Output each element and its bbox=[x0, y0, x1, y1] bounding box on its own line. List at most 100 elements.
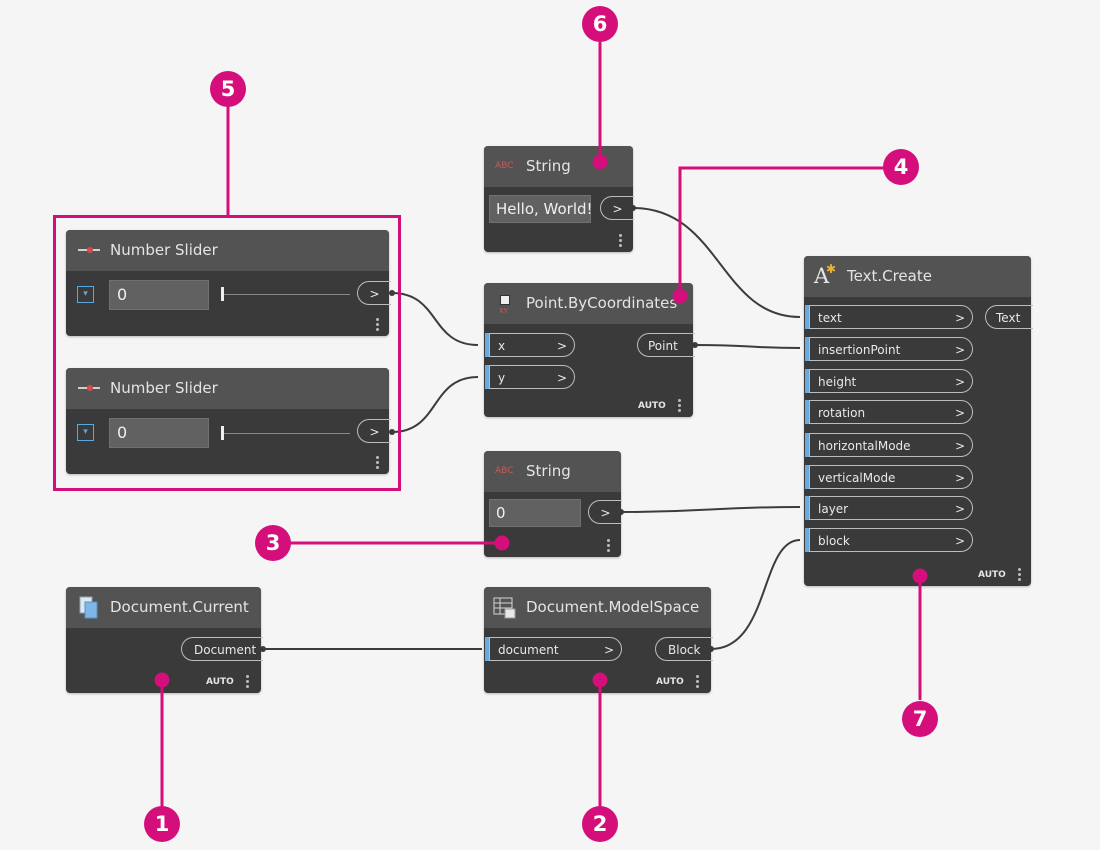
callout-badge-5: 5 bbox=[210, 71, 246, 107]
input-port-height[interactable]: height > bbox=[805, 369, 973, 393]
output-port-block[interactable]: Block bbox=[655, 637, 713, 661]
node-menu-icon[interactable] bbox=[1018, 568, 1021, 583]
node-header[interactable]: Number Slider bbox=[66, 230, 389, 271]
port-arrow: > bbox=[603, 643, 614, 657]
number-slider-node-1[interactable]: Number Slider ▾ 0 > bbox=[66, 230, 391, 336]
wire-slider2-to-y bbox=[391, 376, 479, 433]
port-arrow: > bbox=[954, 375, 965, 389]
wire-block-to-block bbox=[710, 539, 801, 650]
slider-expand-button[interactable]: ▾ bbox=[77, 286, 94, 303]
port-label: insertionPoint bbox=[818, 343, 901, 357]
port-arrow: > bbox=[954, 311, 965, 325]
output-port-point[interactable]: Point bbox=[637, 333, 695, 357]
node-menu-icon[interactable] bbox=[376, 318, 379, 333]
input-port-verticalmode[interactable]: verticalMode > bbox=[805, 465, 973, 489]
node-header[interactable]: ABC String bbox=[484, 451, 621, 492]
number-slider-node-2[interactable]: Number Slider ▾ 0 > bbox=[66, 368, 391, 474]
lacing-label[interactable]: AUTO bbox=[638, 401, 666, 411]
node-menu-icon[interactable] bbox=[619, 234, 622, 249]
abc-string-icon: ABC bbox=[495, 466, 514, 476]
input-port-document[interactable]: document > bbox=[485, 637, 622, 661]
slider-icon bbox=[78, 247, 100, 253]
port-arrow: > bbox=[556, 339, 567, 353]
input-port-horizontalmode[interactable]: horizontalMode > bbox=[805, 433, 973, 457]
slider-track[interactable] bbox=[222, 433, 350, 434]
node-title: Text.Create bbox=[847, 267, 932, 285]
callout-badge-7: 7 bbox=[902, 701, 938, 737]
document-current-node[interactable]: Document.Current Document AUTO bbox=[66, 587, 263, 693]
node-header[interactable]: Document.Current bbox=[66, 587, 261, 628]
slider-thumb[interactable] bbox=[221, 287, 224, 301]
callout-badge-2: 2 bbox=[582, 806, 618, 842]
node-title: String bbox=[526, 462, 571, 480]
port-label: document bbox=[498, 643, 559, 657]
point-xy-icon bbox=[500, 295, 510, 305]
point-xy-label: XY bbox=[499, 307, 509, 315]
string-output-port[interactable]: > bbox=[600, 196, 634, 220]
node-header[interactable]: A ✱ Text.Create bbox=[804, 256, 1031, 297]
slider-track[interactable] bbox=[222, 294, 350, 295]
string-value-input[interactable]: Hello, World! bbox=[489, 195, 593, 223]
slider-value-input[interactable]: 0 bbox=[109, 418, 209, 448]
slider-group-highlight bbox=[53, 215, 401, 491]
input-port-layer[interactable]: layer > bbox=[805, 496, 973, 520]
node-header[interactable]: Document.ModelSpace bbox=[484, 587, 711, 628]
node-menu-icon[interactable] bbox=[696, 675, 699, 690]
slider-expand-button[interactable]: ▾ bbox=[77, 424, 94, 441]
input-port-block[interactable]: block > bbox=[805, 528, 973, 552]
output-port-text[interactable]: Text bbox=[985, 305, 1033, 329]
port-label: block bbox=[818, 534, 850, 548]
port-arrow: > bbox=[954, 439, 965, 453]
port-label: text bbox=[818, 311, 842, 325]
slider-thumb[interactable] bbox=[221, 426, 224, 440]
node-title: Number Slider bbox=[110, 379, 218, 397]
callout-badge-1: 1 bbox=[144, 806, 180, 842]
string-node-hello[interactable]: ABC String Hello, World! > bbox=[484, 146, 634, 252]
string-value-input[interactable]: 0 bbox=[489, 499, 581, 527]
node-title: Point.ByCoordinates bbox=[526, 294, 678, 312]
node-title: String bbox=[526, 157, 571, 175]
output-port-document[interactable]: Document bbox=[181, 637, 263, 661]
abc-string-icon: ABC bbox=[495, 161, 514, 171]
port-label: horizontalMode bbox=[818, 439, 911, 453]
port-label: x bbox=[498, 339, 506, 353]
port-label: height bbox=[818, 375, 857, 389]
input-port-insertionpoint[interactable]: insertionPoint > bbox=[805, 337, 973, 361]
input-port-y[interactable]: y > bbox=[485, 365, 575, 389]
port-arrow: > bbox=[954, 534, 965, 548]
slider-output-port[interactable]: > bbox=[357, 419, 391, 443]
slider-output-port[interactable]: > bbox=[357, 281, 391, 305]
point-bycoordinates-node[interactable]: XY Point.ByCoordinates x > y > Point AUT… bbox=[484, 283, 695, 417]
node-title: Document.Current bbox=[110, 598, 249, 616]
slider-value-input[interactable]: 0 bbox=[109, 280, 209, 310]
node-header[interactable]: Number Slider bbox=[66, 368, 389, 409]
node-menu-icon[interactable] bbox=[376, 456, 379, 471]
string-output-port[interactable]: > bbox=[588, 500, 622, 524]
input-port-x[interactable]: x > bbox=[485, 333, 575, 357]
node-header[interactable]: ABC String bbox=[484, 146, 633, 187]
table-grid-icon bbox=[493, 597, 516, 619]
port-arrow: > bbox=[954, 502, 965, 516]
node-menu-icon[interactable] bbox=[246, 675, 249, 690]
node-menu-icon[interactable] bbox=[678, 399, 681, 414]
lacing-label[interactable]: AUTO bbox=[656, 677, 684, 687]
port-arrow: > bbox=[556, 371, 567, 385]
port-label: layer bbox=[818, 502, 849, 516]
string-node-zero[interactable]: ABC String 0 > bbox=[484, 451, 622, 557]
sparkle-icon: ✱ bbox=[826, 262, 837, 276]
document-modelspace-node[interactable]: Document.ModelSpace document > Block AUT… bbox=[484, 587, 713, 693]
callout-badge-6: 6 bbox=[582, 6, 618, 42]
lacing-label[interactable]: AUTO bbox=[978, 570, 1006, 580]
lacing-label[interactable]: AUTO bbox=[206, 677, 234, 687]
input-port-rotation[interactable]: rotation > bbox=[805, 400, 973, 424]
node-title: Number Slider bbox=[110, 241, 218, 259]
callout-badge-4: 4 bbox=[883, 149, 919, 185]
port-label: verticalMode bbox=[818, 471, 896, 485]
port-arrow: > bbox=[954, 406, 965, 420]
slider-icon bbox=[78, 385, 100, 391]
input-port-text[interactable]: text > bbox=[805, 305, 973, 329]
node-header[interactable]: XY Point.ByCoordinates bbox=[484, 283, 693, 324]
port-label: y bbox=[498, 371, 506, 385]
node-menu-icon[interactable] bbox=[607, 539, 610, 554]
text-create-node[interactable]: A ✱ Text.Create text > insertionPoint > … bbox=[804, 256, 1033, 586]
